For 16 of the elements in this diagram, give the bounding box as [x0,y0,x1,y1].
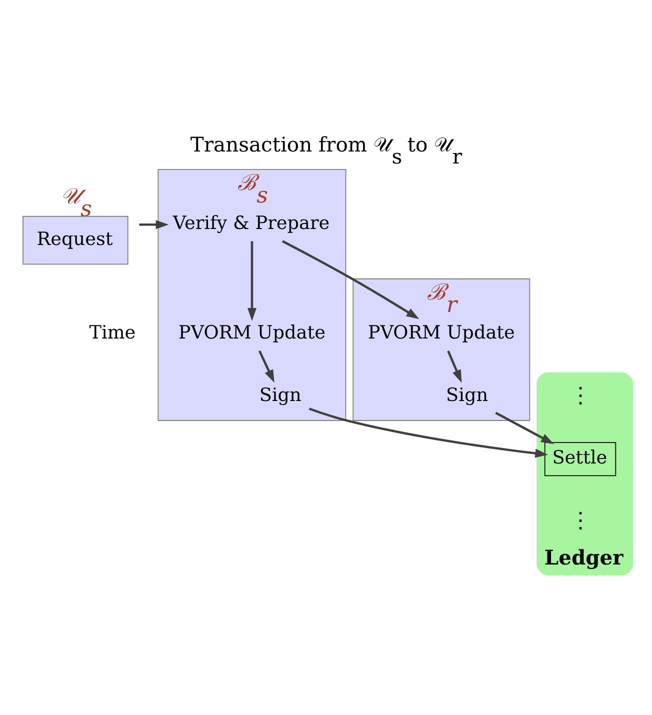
arrow [308,408,548,458]
arrow [282,240,420,320]
arrow [139,220,169,230]
node-text: Sign [446,385,488,406]
arrow [447,350,462,383]
label: ⋮ [570,383,592,408]
label: Time [89,322,136,344]
node-text: Verify & Prepare [172,213,330,234]
label: ⋮ [570,508,592,534]
arrow [258,350,274,383]
arrow [247,241,256,321]
node-box: Settle [544,442,616,476]
node-text: Sign [259,385,302,406]
arrow [495,412,554,444]
node-text: PVORM Update [368,322,515,344]
node-text: PVORM Update [178,322,326,344]
